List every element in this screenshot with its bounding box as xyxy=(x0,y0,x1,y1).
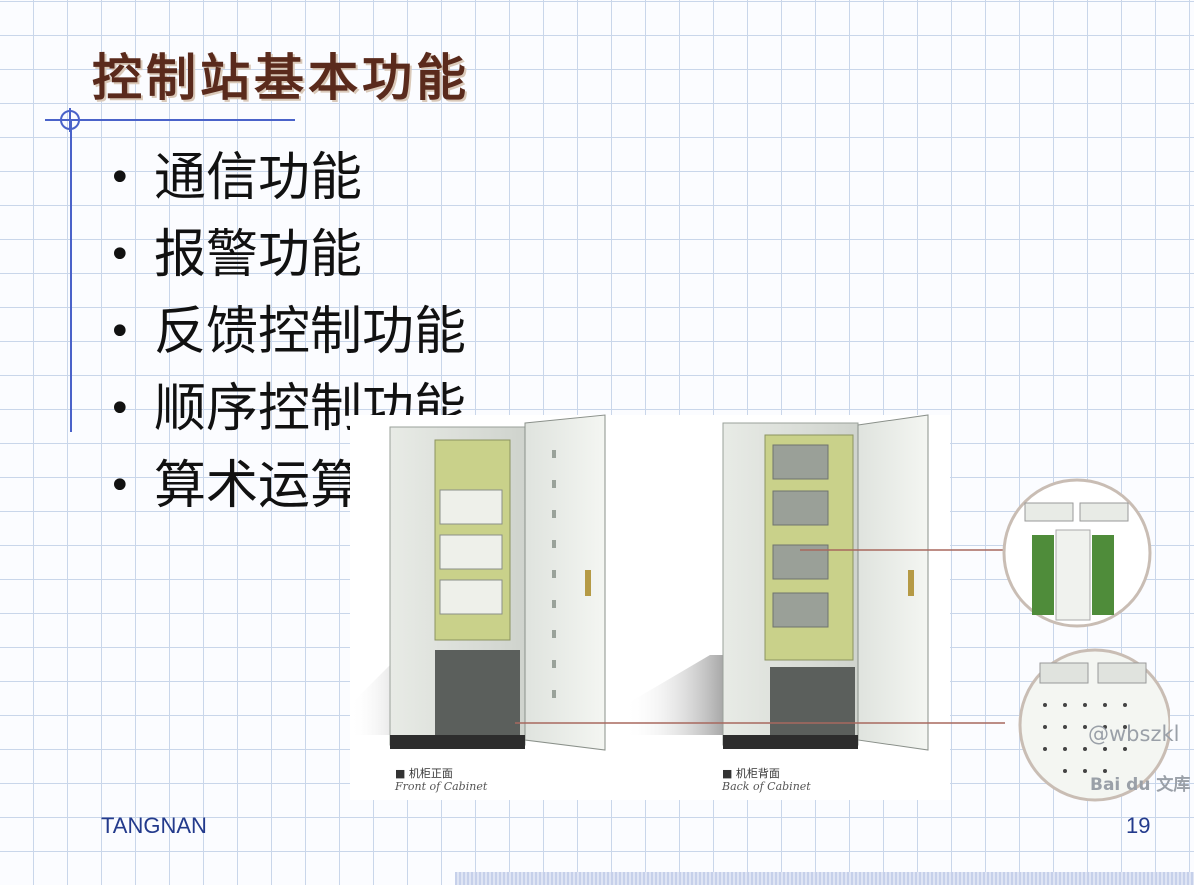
back-cabinet xyxy=(625,414,929,751)
bullet-marker: • xyxy=(108,232,132,278)
front-caption-en: Front of Cabinet xyxy=(395,780,488,793)
back-caption-en: Back of Cabinet xyxy=(722,780,811,793)
detail-circle-bottom xyxy=(1018,648,1170,802)
detail-circle-top xyxy=(1002,478,1152,628)
bullet-text: 反馈控制功能 xyxy=(154,302,467,362)
bullet-text: 报警功能 xyxy=(154,225,363,285)
bullet-marker: • xyxy=(108,463,132,509)
bullet-marker: • xyxy=(108,386,132,432)
title-underline xyxy=(45,119,295,121)
cabinet-photo xyxy=(350,414,1170,802)
bottom-bar xyxy=(455,872,1194,885)
side-rule xyxy=(70,120,72,432)
watermark-handle: @wbszkl xyxy=(1088,722,1180,746)
bullet-item: • 通信功能 xyxy=(108,140,466,217)
page-number: 19 xyxy=(1126,813,1151,838)
back-caption-cn: ■ 机柜背面 xyxy=(722,767,780,780)
front-cabinet-caption: ■ 机柜正面 Front of Cabinet xyxy=(395,767,487,793)
front-caption-cn: ■ 机柜正面 xyxy=(395,767,453,780)
bullet-text: 通信功能 xyxy=(154,148,363,208)
front-cabinet xyxy=(350,414,606,751)
footer-author: TANGNAN xyxy=(101,813,207,838)
bullet-marker: • xyxy=(108,155,132,201)
slide-title: 控制站基本功能 xyxy=(92,48,470,107)
watermark-brand: Bai du 文库 xyxy=(1090,775,1191,795)
bullet-item: • 反馈控制功能 xyxy=(108,294,466,371)
crosshair-icon xyxy=(58,108,82,132)
back-cabinet-caption: ■ 机柜背面 Back of Cabinet xyxy=(722,767,811,793)
bullet-item: • 报警功能 xyxy=(108,217,466,294)
bullet-marker: • xyxy=(108,309,132,355)
